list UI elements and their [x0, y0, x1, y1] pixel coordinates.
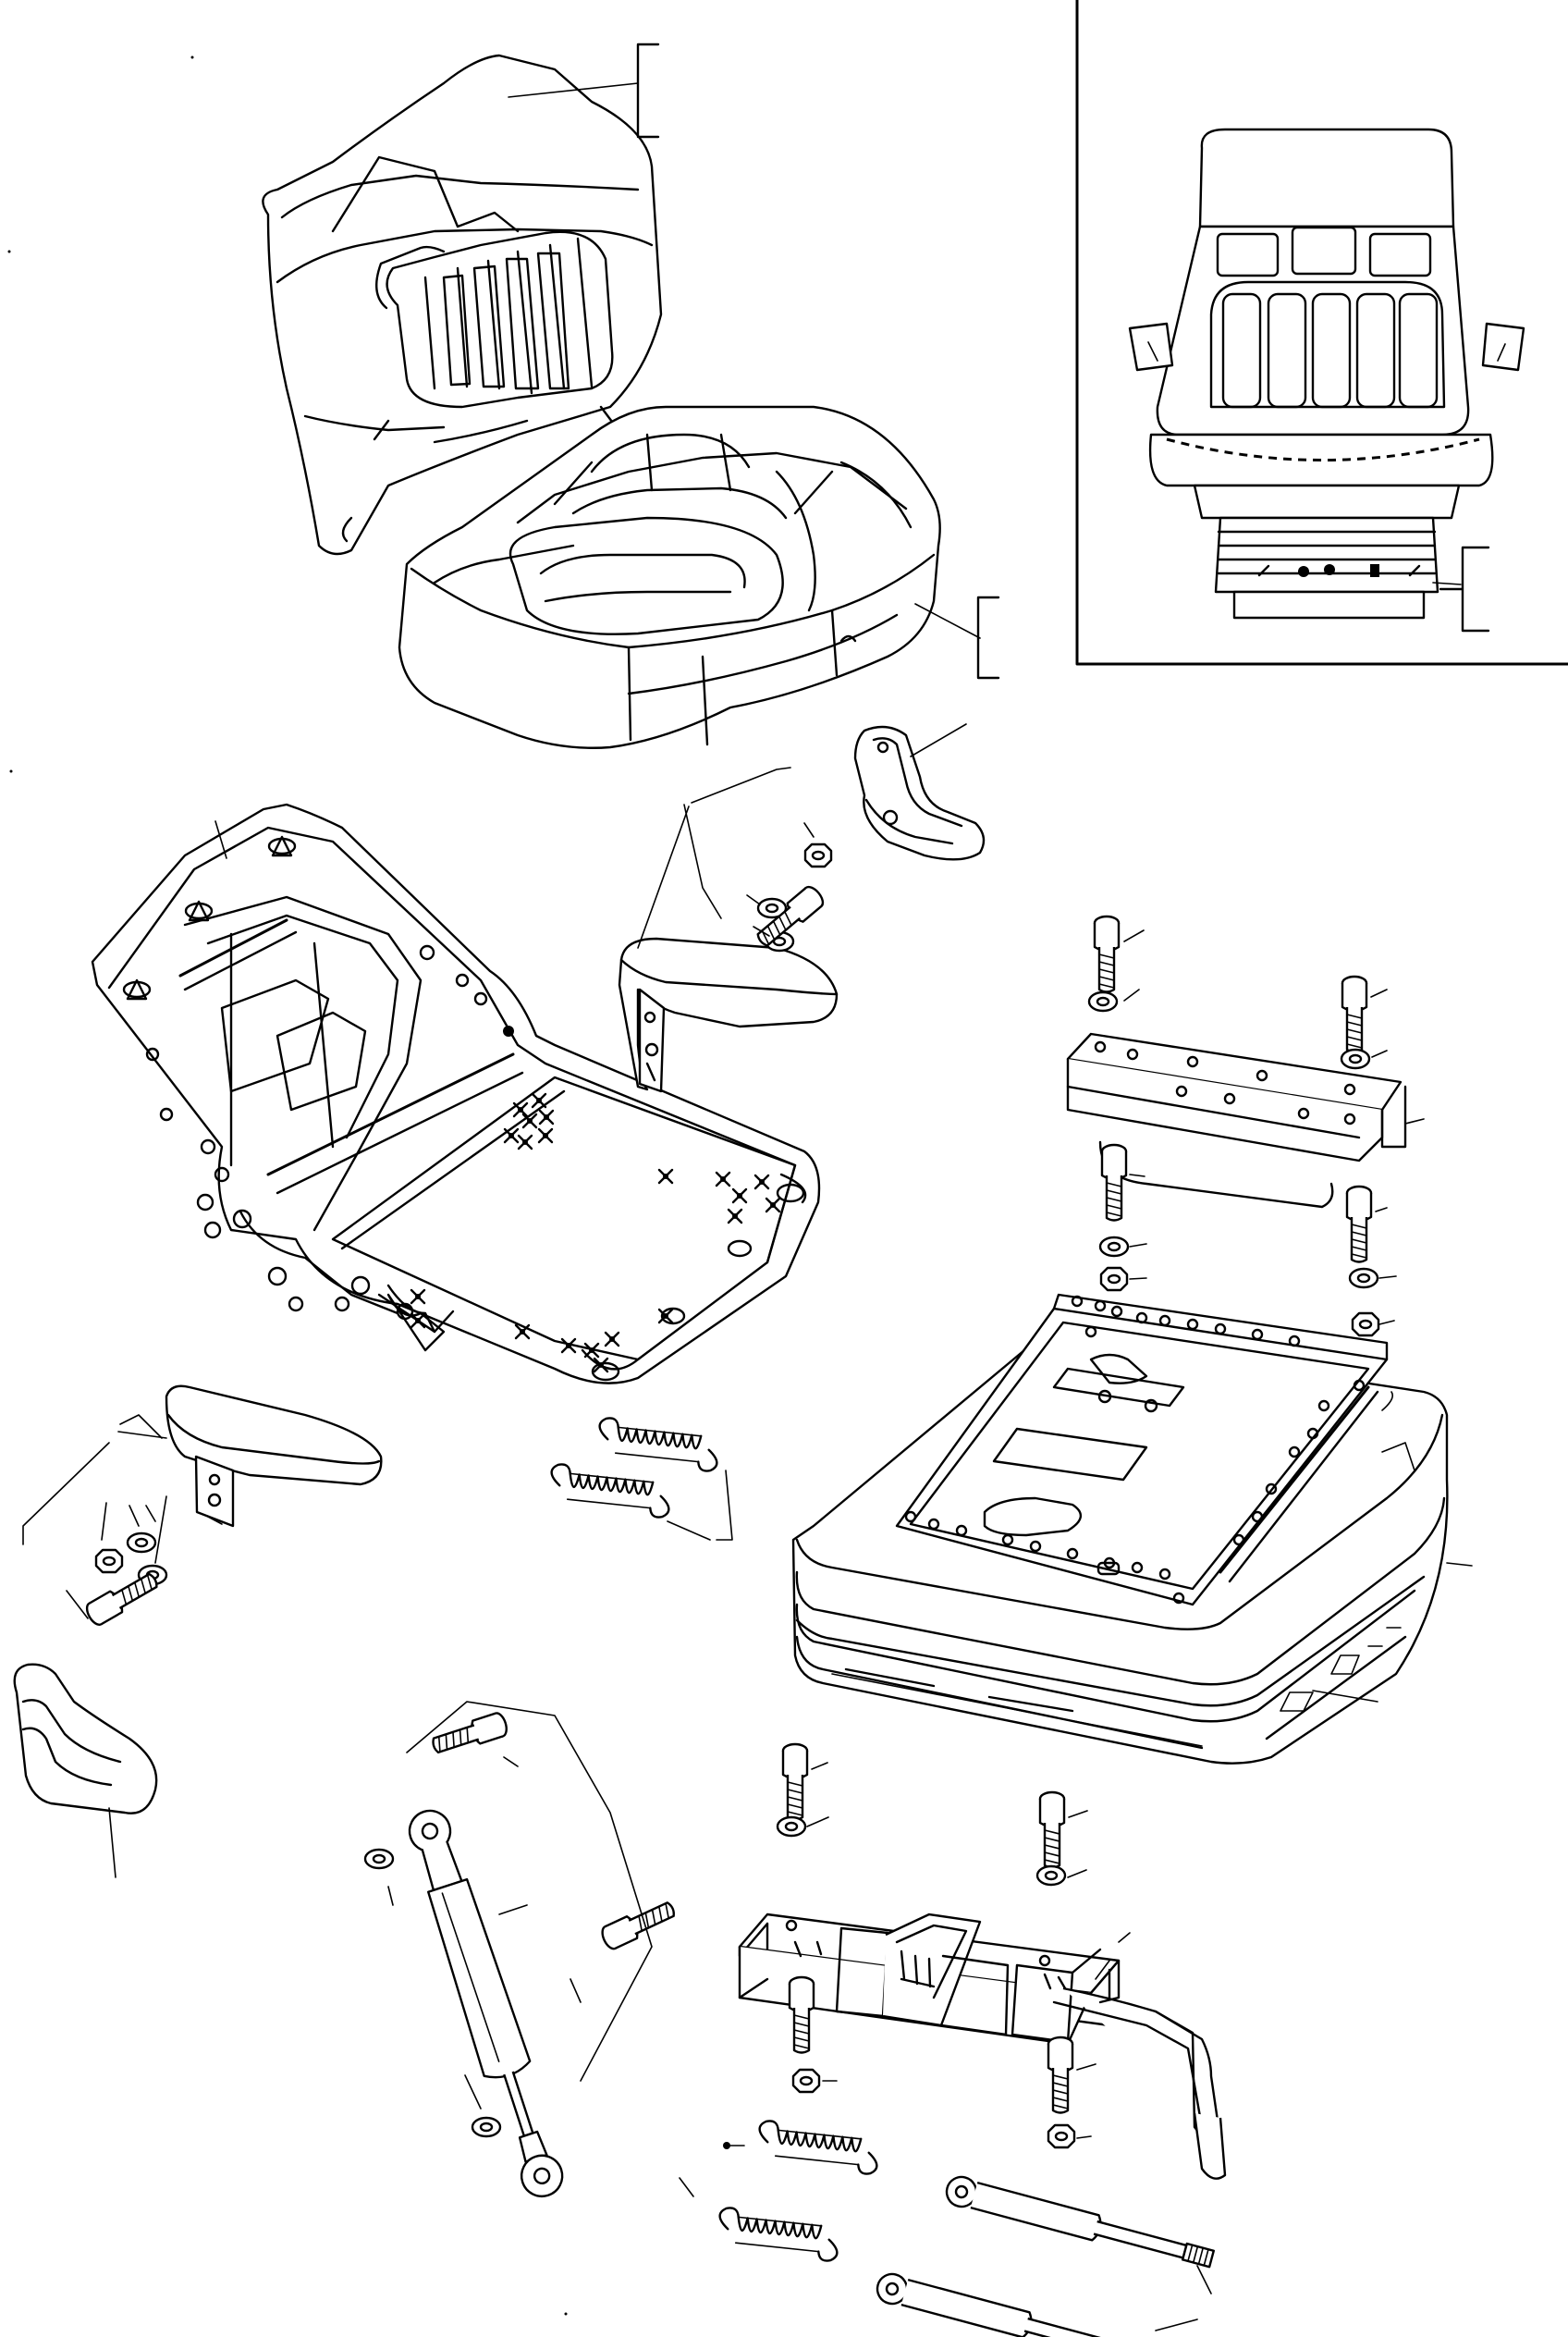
slide-rail-upper	[1066, 1032, 1407, 1209]
inset-assembled-view	[1075, 0, 1568, 666]
seat-cushion	[398, 405, 941, 749]
leader-line	[406, 1701, 653, 2082]
side-cover	[13, 1663, 158, 1814]
leader-line	[22, 1414, 167, 1545]
leader-line	[637, 806, 690, 949]
leader-lines	[66, 1495, 167, 1619]
leader-line	[667, 1470, 733, 1541]
scan-speck	[190, 55, 194, 59]
seat-frame	[91, 803, 821, 1384]
armrest-bracket-upper	[853, 725, 986, 861]
leader-lines	[1123, 929, 1397, 1325]
leader-line	[1381, 1391, 1394, 1411]
slide-rail-lower	[738, 1913, 1227, 2180]
leader-line	[746, 894, 770, 937]
leader-line	[683, 804, 722, 919]
damper-lower-2	[876, 2272, 1119, 2337]
armrest-lower	[165, 1384, 383, 1528]
leader-lines	[806, 1762, 1131, 2139]
leader-line	[1155, 2265, 1212, 2331]
armrest-upper-fasteners	[752, 843, 833, 953]
leader-line	[910, 723, 967, 757]
armrest-upper	[618, 937, 839, 1093]
group-bracket	[976, 596, 1000, 680]
leader-line	[914, 603, 981, 639]
suspension-top-plate	[895, 1293, 1389, 1606]
tension-springs-middle	[546, 1416, 722, 1519]
leader-line	[691, 767, 791, 804]
backrest-cushion	[262, 54, 663, 556]
gas-strut-fasteners	[363, 1710, 680, 2138]
armrest-lower-fasteners	[82, 1531, 168, 1629]
damper-lower-1	[945, 2175, 1215, 2269]
leader-line	[214, 820, 227, 859]
scan-speck	[9, 769, 13, 773]
leader-line	[508, 82, 639, 98]
tension-springs-lower	[715, 2119, 882, 2263]
leader-line	[1312, 1562, 1473, 1703]
leader-line	[803, 822, 815, 838]
marker-dot	[723, 2142, 730, 2149]
group-bracket	[636, 43, 660, 139]
leader-line	[108, 1807, 116, 1878]
leader-lines	[387, 1756, 582, 2109]
scan-speck	[564, 2312, 568, 2316]
scan-speck	[7, 250, 11, 253]
leader-line	[679, 2145, 745, 2197]
gas-strut	[408, 1809, 564, 2198]
leader-line	[1404, 1118, 1425, 1125]
